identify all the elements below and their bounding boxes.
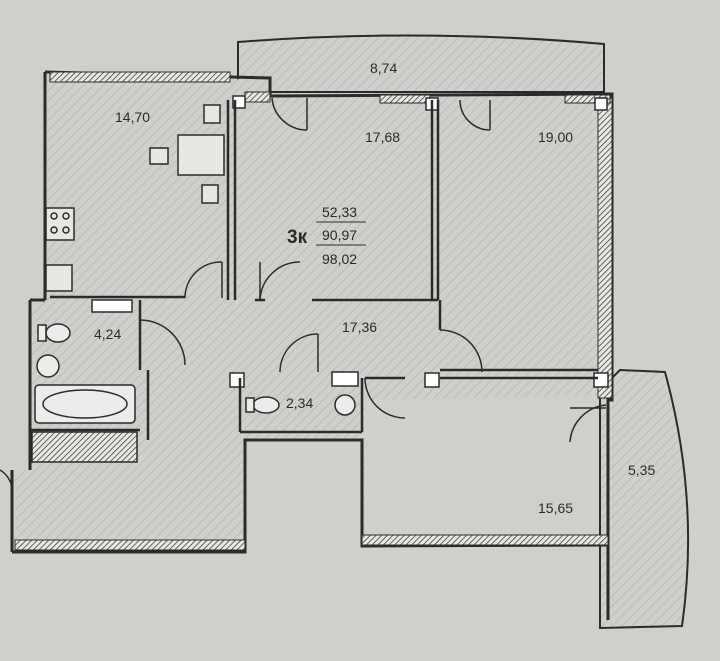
label-room-bottom: 15,65 (538, 500, 573, 516)
label-wc: 2,34 (286, 395, 313, 411)
radiator (91, 299, 133, 313)
apartment-type: 3к (287, 227, 308, 248)
toilet-wc (252, 396, 280, 414)
balcony-top (237, 34, 605, 93)
chair-top (203, 104, 221, 124)
dining-table (177, 134, 225, 176)
room-labels: 8,74 14,70 17,68 19,00 3к 52,33 90,97 98… (94, 60, 655, 516)
washbasin-wc (334, 394, 356, 416)
doors (0, 97, 607, 496)
area-with-balconies: 98,02 (322, 251, 357, 267)
wc-fixtures (245, 371, 359, 416)
interior-walls (30, 100, 598, 440)
label-hall: 17,36 (342, 319, 377, 335)
kitchen-furniture (45, 104, 225, 313)
label-bathroom: 4,24 (94, 326, 121, 342)
shelf-boxes (31, 431, 138, 463)
label-balcony-right: 5,35 (628, 462, 655, 478)
label-room-middle: 17,68 (365, 129, 400, 145)
bathtub (34, 384, 136, 424)
kitchen-sink (45, 264, 73, 292)
label-room-right: 19,00 (538, 129, 573, 145)
apartment-floor (10, 70, 614, 630)
radiator-wc (331, 371, 359, 387)
washbasin-bath (36, 354, 60, 378)
chair-bottom (201, 184, 219, 204)
toilet-bath (45, 323, 71, 343)
chair-left (149, 147, 169, 165)
label-balcony-top: 8,74 (370, 60, 397, 76)
stove (45, 207, 75, 241)
label-kitchen: 14,70 (115, 109, 150, 125)
balcony-right (599, 368, 690, 630)
bath-fixtures (31, 323, 138, 463)
area-total: 90,97 (322, 227, 357, 243)
area-living: 52,33 (322, 204, 357, 220)
